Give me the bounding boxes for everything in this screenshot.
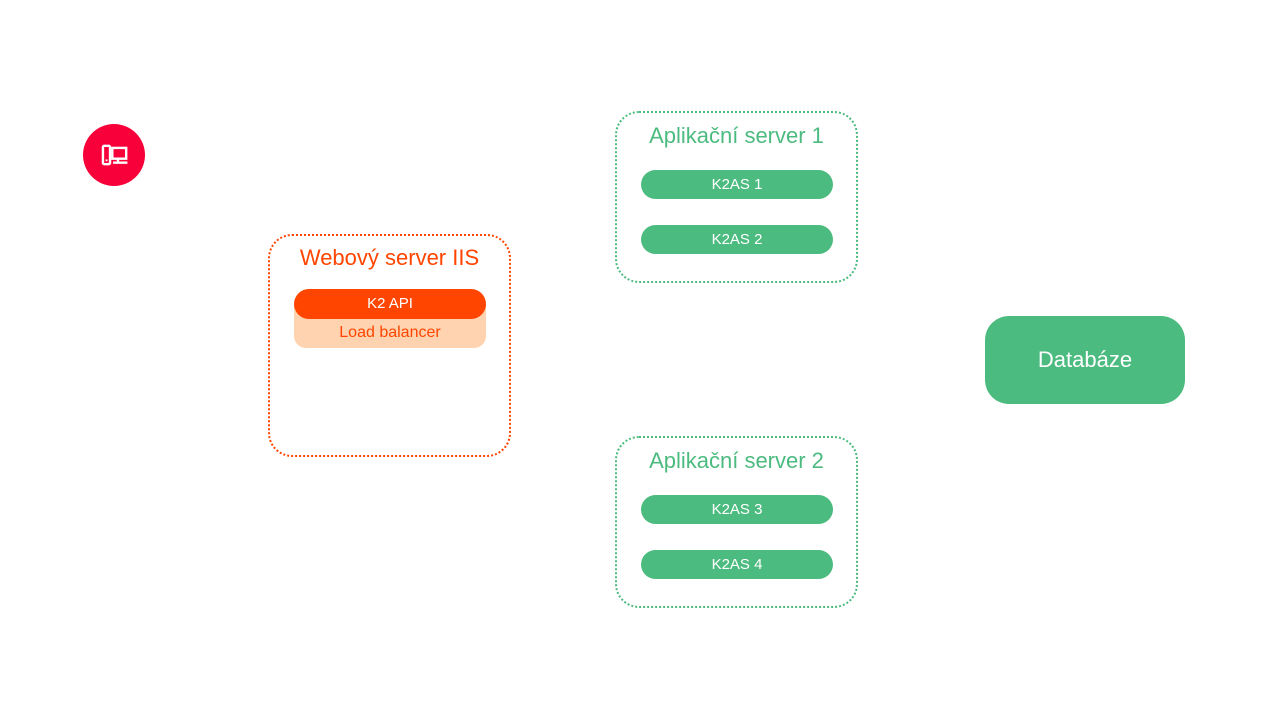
app-server-1-title: Aplikační server 1: [649, 123, 824, 148]
database-node: Databáze: [985, 316, 1185, 404]
client-node: [83, 124, 145, 186]
app-server-2-title: Aplikační server 2: [649, 448, 824, 473]
k2as-4-node: K2AS 4: [641, 550, 833, 579]
app-server-1-group: Aplikační server 1 K2AS 1 K2AS 2: [615, 111, 858, 283]
app-server-2-group: Aplikační server 2 K2AS 3 K2AS 4: [615, 436, 858, 608]
k2as-1-node: K2AS 1: [641, 170, 833, 199]
web-server-title: Webový server IIS: [299, 245, 480, 270]
load-balancer-label: Load balancer: [339, 324, 441, 341]
web-server-group: Webový server IIS K2 API Load balancer: [268, 234, 511, 457]
computer-icon: [101, 144, 128, 166]
k2as-3-node: K2AS 3: [641, 495, 833, 524]
k2as-2-node: K2AS 2: [641, 225, 833, 254]
k2-api-node: K2 API: [294, 289, 486, 319]
